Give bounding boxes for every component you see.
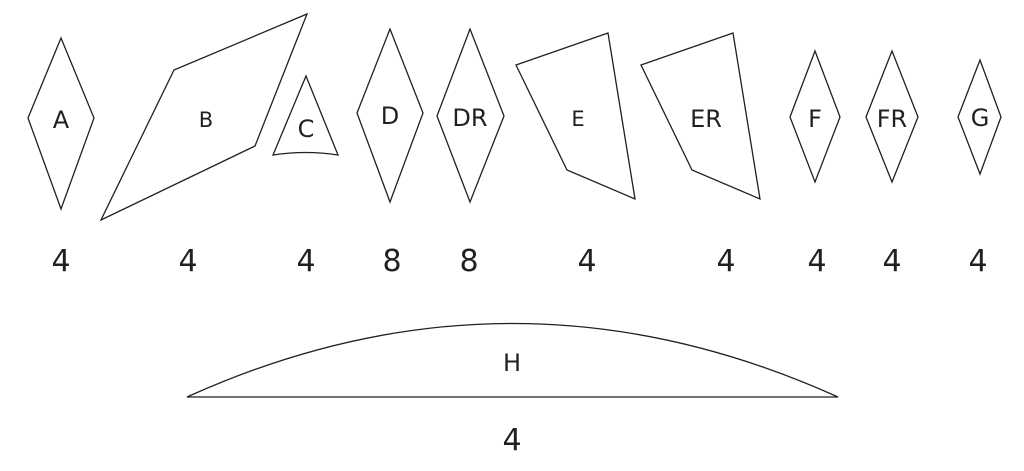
piece-b-label: B: [199, 108, 213, 132]
piece-e-count: 4: [577, 244, 596, 279]
piece-f-count: 4: [807, 244, 826, 279]
piece-b-count: 4: [178, 244, 197, 279]
piece-g: G: [957, 58, 1002, 176]
piece-er-shape: [640, 32, 761, 201]
piece-c-label: C: [298, 115, 315, 143]
piece-d-count: 8: [382, 244, 401, 279]
piece-g-label: G: [971, 104, 990, 132]
piece-fr-label: FR: [877, 105, 907, 133]
piece-e: E: [515, 32, 636, 201]
piece-b: B: [99, 12, 309, 222]
piece-a-count: 4: [51, 244, 70, 279]
piece-d-label: D: [381, 102, 399, 130]
piece-c-count: 4: [296, 244, 315, 279]
piece-g-shape: [957, 58, 1002, 176]
piece-er: ER: [640, 32, 761, 201]
piece-dr-count: 8: [459, 244, 478, 279]
piece-dr-label: DR: [452, 104, 487, 132]
piece-h-shape: [186, 322, 839, 398]
piece-er-count: 4: [716, 244, 735, 279]
piece-c: C: [271, 74, 340, 156]
piece-f-label: F: [808, 105, 822, 133]
piece-fr: FR: [865, 49, 919, 184]
piece-a: A: [27, 36, 95, 211]
piece-g-count: 4: [968, 244, 987, 279]
piece-h-label: H: [503, 349, 521, 377]
piece-e-label: E: [571, 107, 584, 131]
piece-b-shape: [99, 12, 309, 222]
piece-a-label: A: [53, 106, 70, 134]
piece-fr-count: 4: [882, 244, 901, 279]
piece-d-shape: [356, 27, 424, 204]
piece-er-label: ER: [690, 105, 722, 133]
piece-e-shape: [515, 32, 636, 201]
piece-dr: DR: [436, 27, 505, 204]
piece-d: D: [356, 27, 424, 204]
piece-f-shape: [789, 49, 841, 184]
piece-h-count: 4: [502, 423, 521, 458]
piece-c-shape: [271, 74, 340, 156]
piece-dr-shape: [436, 27, 505, 204]
piece-h: H: [186, 322, 839, 398]
piece-fr-shape: [865, 49, 919, 184]
piece-a-shape: [27, 36, 95, 211]
piece-f: F: [789, 49, 841, 184]
